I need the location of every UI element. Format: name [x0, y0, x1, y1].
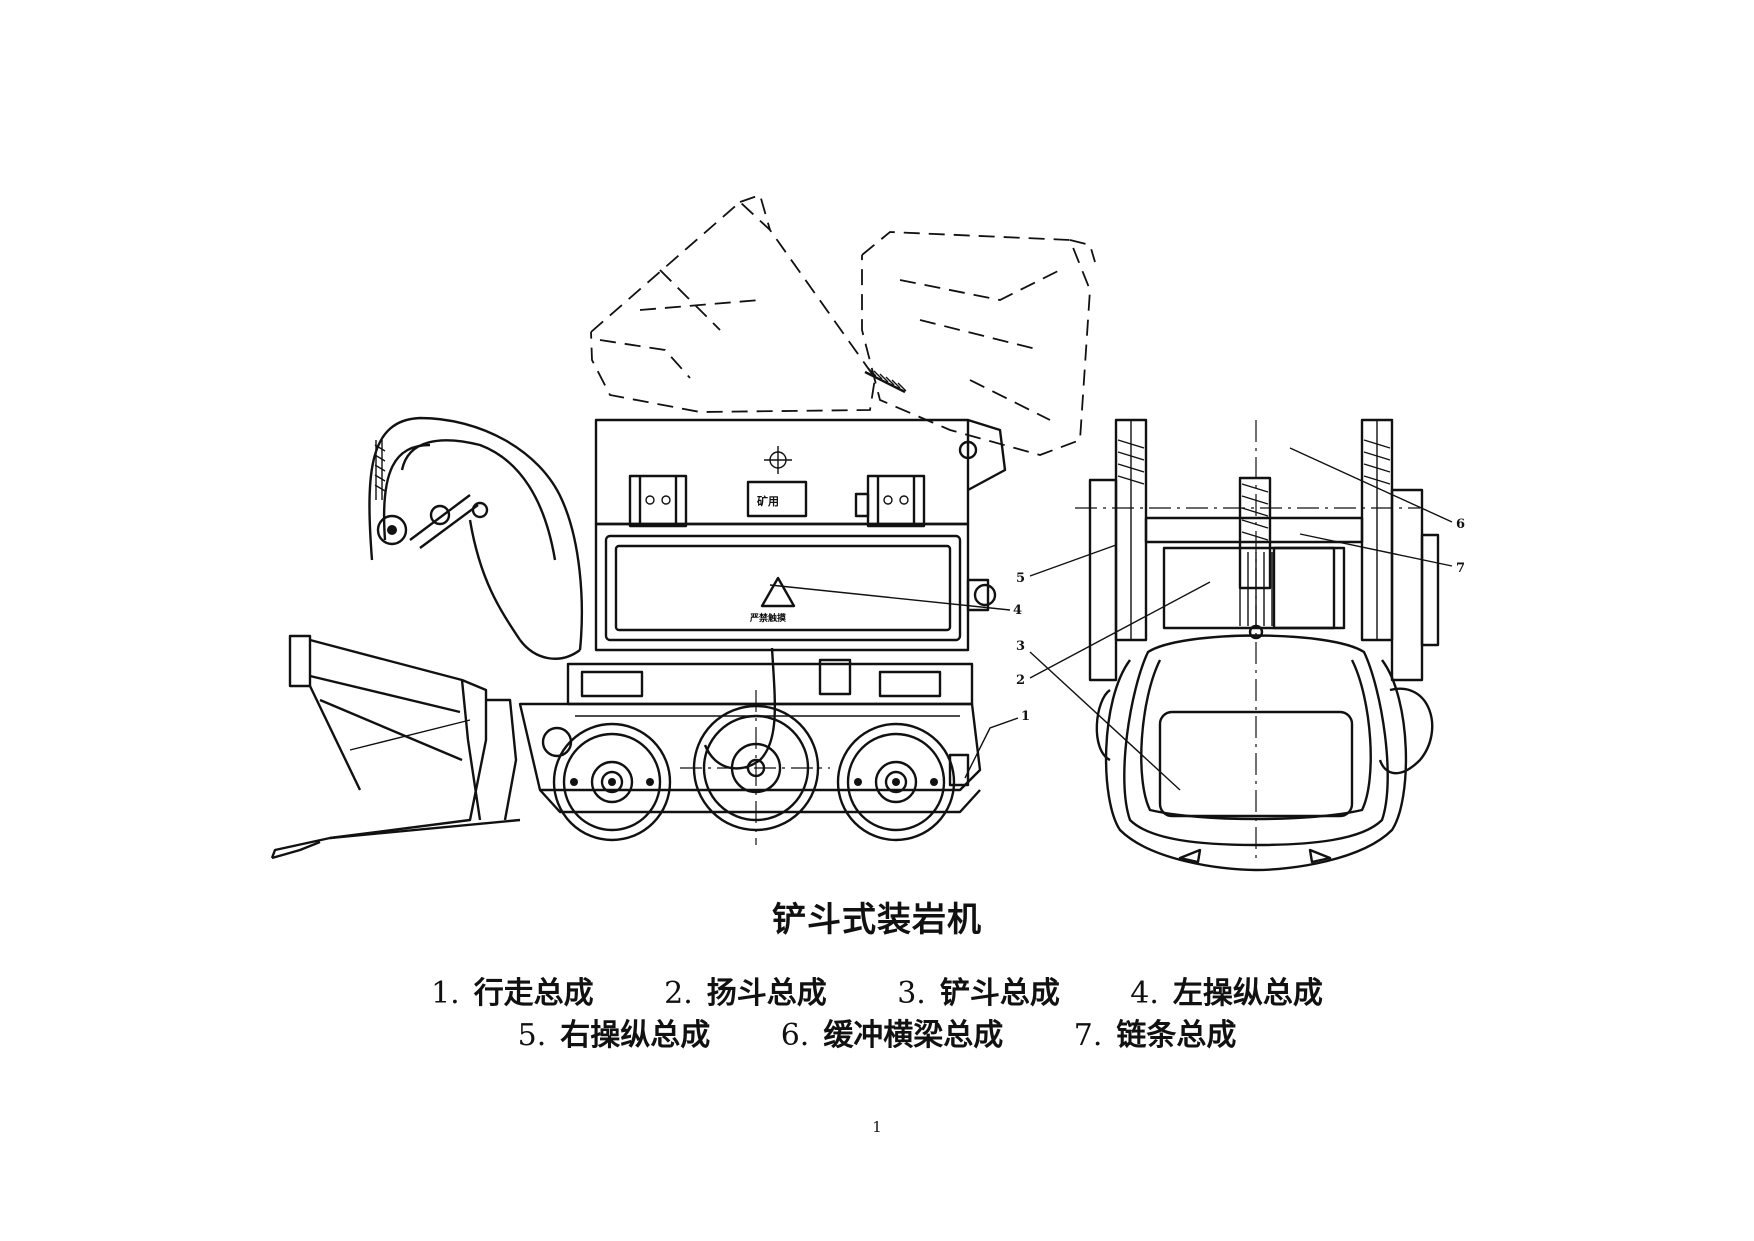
callouts-front: 5 2 3 6 7: [1016, 447, 1465, 791]
callout-6: 6: [1456, 517, 1465, 532]
legend-row-2: 5. 右操纵总成 6. 缓冲横梁总成 7. 链条总成: [0, 1010, 1754, 1054]
figure-title: 铲斗式装岩机: [772, 900, 982, 940]
legend-label: 左操纵总成: [1172, 976, 1323, 1011]
drive-wheel: [680, 690, 830, 845]
right-upright: [1360, 418, 1440, 682]
callout-3: 3: [1016, 639, 1025, 654]
curved-boom-frame: [368, 416, 584, 660]
legend-label: 缓冲横梁总成: [823, 1018, 1004, 1053]
front-bucket: [1095, 624, 1434, 872]
legend-label: 右操纵总成: [560, 1018, 711, 1053]
main-housing: 矿用 严禁触摸: [594, 418, 1007, 652]
bucket-phantom-left: [590, 193, 876, 413]
callout-4: 4: [1013, 603, 1022, 618]
legend-number: 5.: [517, 1018, 547, 1053]
bucket-phantom-right: [861, 231, 1096, 456]
page-number: 1: [872, 1118, 882, 1136]
legend-row-1: 1. 行走总成 2. 扬斗总成 3. 铲斗总成 4. 左操纵总成: [0, 968, 1754, 1012]
crossbeam: [1144, 516, 1364, 544]
undercarriage: [518, 658, 982, 814]
right-bracket: [866, 474, 926, 528]
front-view: 5 2 3 6 7: [1016, 418, 1465, 872]
legend-number: 4.: [1130, 976, 1159, 1011]
center-panel-label: 矿用: [757, 494, 779, 508]
warning-panel-label: 严禁触摸: [749, 612, 787, 624]
side-view: 矿用 严禁触摸: [270, 193, 1096, 860]
callout-5: 5: [1016, 571, 1025, 586]
legend-item: 6. 缓冲横梁总成: [781, 1010, 1004, 1054]
legend-item: 4. 左操纵总成: [1130, 968, 1323, 1012]
left-bracket: [628, 474, 688, 528]
legend-label: 扬斗总成: [706, 976, 827, 1011]
legend-item: 1. 行走总成: [431, 968, 594, 1012]
chain-engine-block: [1162, 546, 1346, 630]
callout-1: 1: [1021, 709, 1030, 724]
legend-label: 链条总成: [1116, 1018, 1237, 1053]
callout-7: 7: [1456, 561, 1465, 576]
scoop-bucket: [270, 634, 521, 860]
legend-item: 7. 链条总成: [1074, 1010, 1237, 1054]
legend-item: 3. 铲斗总成: [897, 968, 1060, 1012]
legend-label: 铲斗总成: [939, 976, 1060, 1011]
rear-wheel: [836, 722, 956, 842]
legend-number: 2.: [664, 976, 693, 1011]
legend-item: 5. 右操纵总成: [518, 1010, 711, 1054]
legend-number: 6.: [780, 1018, 810, 1053]
front-wheel: [552, 722, 672, 842]
legend-number: 1.: [431, 976, 460, 1011]
lift-spring: [864, 367, 907, 394]
legend-number: 7.: [1073, 1018, 1103, 1053]
callout-2: 2: [1016, 673, 1025, 688]
legend-item: 2. 扬斗总成: [664, 968, 827, 1012]
legend-label: 行走总成: [473, 976, 594, 1011]
callouts-side: 4 1: [769, 584, 1030, 779]
legend-number: 3.: [897, 976, 926, 1011]
